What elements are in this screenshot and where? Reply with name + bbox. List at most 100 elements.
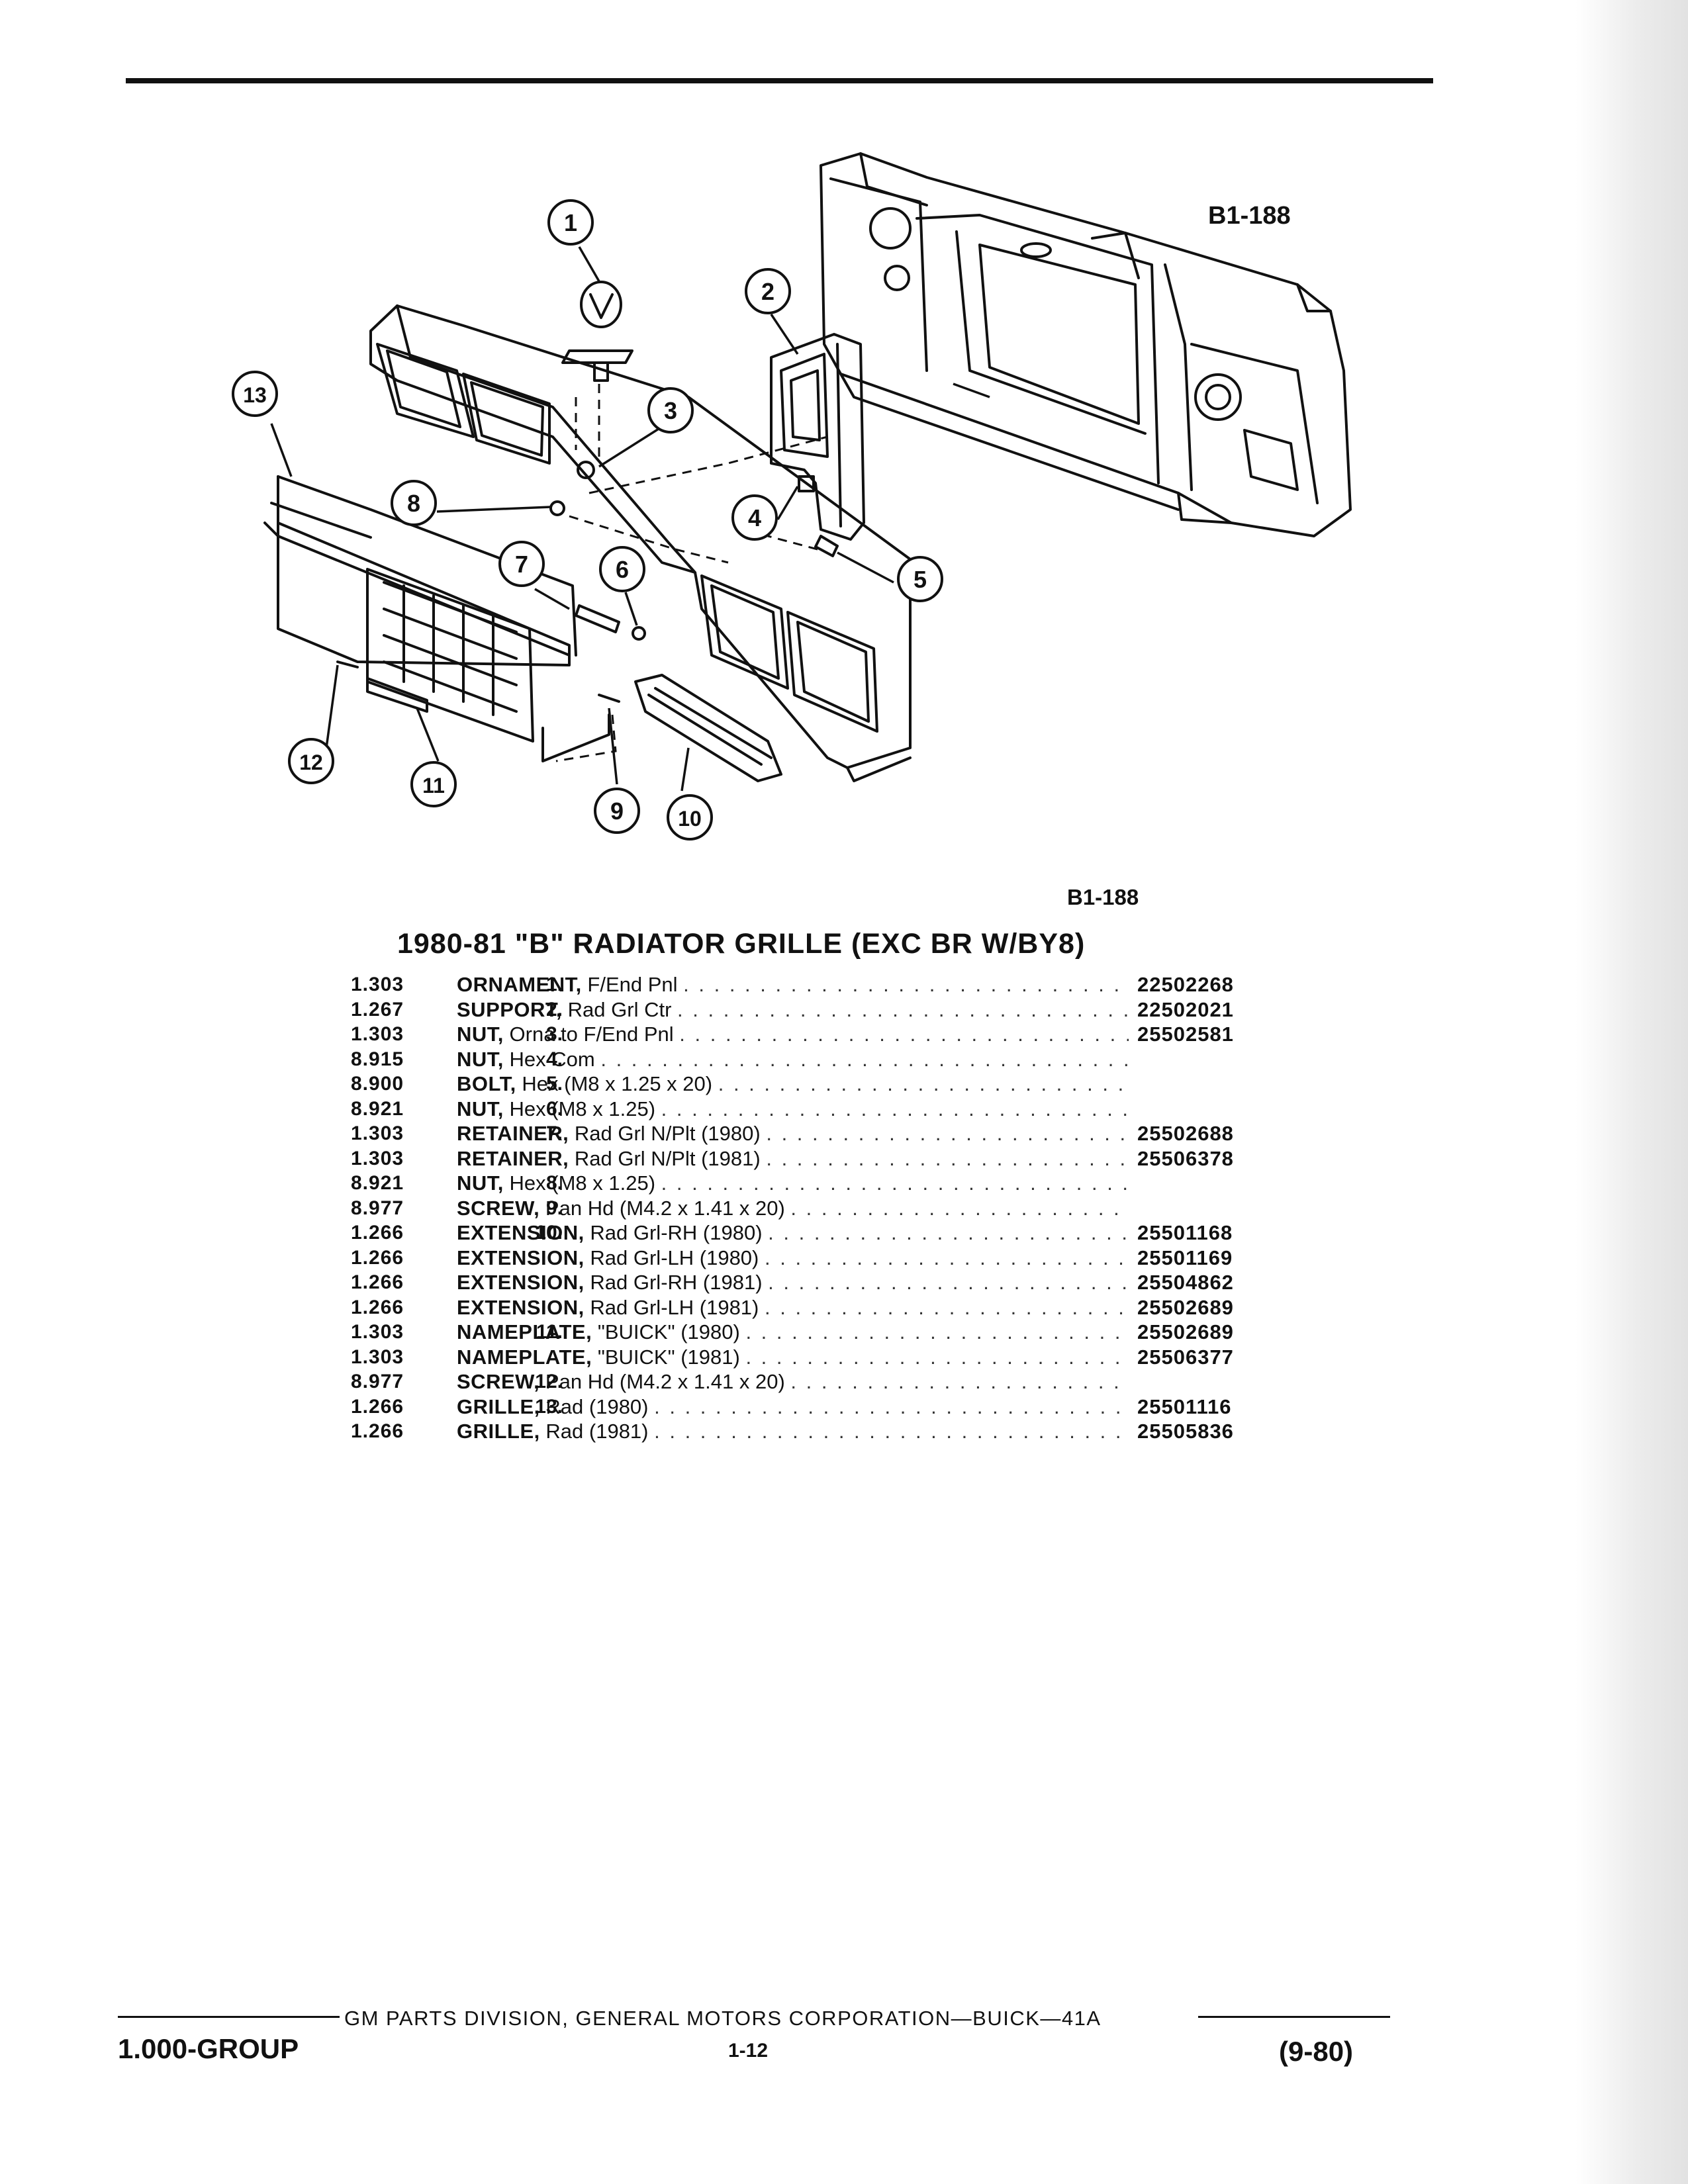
- screw-12-graphic: [336, 660, 359, 668]
- publisher-line: GM PARTS DIVISION, GENERAL MOTORS CORPOR…: [344, 2007, 1102, 2030]
- part-name: ORNAMENT,: [457, 973, 582, 996]
- part-description: BOLT, Hex (M8 x 1.25 x 20) . . . . . . .…: [457, 1071, 1129, 1097]
- section-title: 1980-81 "B" RADIATOR GRILLE (EXC BR W/BY…: [397, 928, 1086, 960]
- part-name: RETAINER,: [457, 1122, 569, 1145]
- dot-leader: . . . . . . . . . . . . . . . . . . . . …: [677, 997, 1129, 1021]
- dot-leader: . . . . . . . . . . . . . . . . . . . . …: [600, 1047, 1129, 1071]
- group-number: 1.303: [351, 1147, 404, 1169]
- callout-circle-11: [410, 761, 457, 807]
- part-name: EXTENSION,: [457, 1271, 585, 1294]
- dot-leader: . . . . . . . . . . . . . . . . . . . . …: [766, 1146, 1129, 1170]
- part-name: NUT,: [457, 1097, 504, 1120]
- callout-circle-9: [594, 788, 640, 834]
- dot-leader: . . . . . . . . . . . . . . . . . . . . …: [683, 973, 1129, 996]
- part-name: NUT,: [457, 1023, 504, 1046]
- dot-leader: . . . . . . . . . . . . . . . . . . . . …: [790, 1196, 1129, 1220]
- part-detail: Hex (M8 x 1.25 x 20): [522, 1072, 713, 1095]
- part-name: BOLT,: [457, 1072, 516, 1095]
- dot-leader: . . . . . . . . . . . . . . . . . . . . …: [661, 1097, 1129, 1120]
- part-detail: Pan Hd (M4.2 x 1.41 x 20): [545, 1196, 785, 1220]
- part-description: EXTENSION, Rad Grl-RH (1980) . . . . . .…: [457, 1220, 1129, 1246]
- part-detail: Hex (M8 x 1.25): [509, 1097, 656, 1120]
- part-description: GRILLE, Rad (1980) . . . . . . . . . . .…: [457, 1394, 1129, 1420]
- group-label: 1.000-GROUP: [118, 2033, 299, 2064]
- callout-label: 9: [610, 797, 624, 825]
- part-number: 25506378: [1137, 1146, 1234, 1170]
- part-name: SCREW,: [457, 1370, 540, 1393]
- dot-leader: . . . . . . . . . . . . . . . . . . . . …: [745, 1345, 1129, 1369]
- callout-label: 12: [299, 751, 323, 774]
- part-description: NUT, Hex (M8 x 1.25) . . . . . . . . . .…: [457, 1171, 1129, 1196]
- callout-circle-6: [599, 546, 645, 592]
- group-number: 1.266: [351, 1246, 404, 1269]
- dot-leader: . . . . . . . . . . . . . . . . . . . . …: [765, 1246, 1129, 1269]
- exploded-parts-diagram: 1 2 3 4 5 6 7 8 9 10 11 12 13: [232, 152, 1352, 841]
- part-description: SUPPORT, Rad Grl Ctr . . . . . . . . . .…: [457, 997, 1129, 1023]
- callout-circle-4: [731, 494, 778, 541]
- part-number: 25501116: [1137, 1394, 1232, 1418]
- part-detail: Pan Hd (M4.2 x 1.41 x 20): [545, 1370, 785, 1393]
- dot-leader: . . . . . . . . . . . . . . . . . . . . …: [654, 1394, 1129, 1418]
- group-number: 1.266: [351, 1222, 404, 1244]
- group-number: 8.915: [351, 1048, 404, 1070]
- part-description: EXTENSION, Rad Grl-LH (1980) . . . . . .…: [457, 1246, 1129, 1271]
- part-detail: Rad Grl-RH (1981): [590, 1271, 763, 1294]
- callout-label: 13: [243, 383, 267, 407]
- part-detail: "BUICK" (1981): [597, 1345, 740, 1369]
- group-number: 8.921: [351, 1172, 404, 1194]
- part-name: SCREW,: [457, 1196, 540, 1220]
- part-description: GRILLE, Rad (1981) . . . . . . . . . . .…: [457, 1419, 1129, 1444]
- part-detail: Orna to F/End Pnl: [509, 1023, 674, 1046]
- group-number: 1.303: [351, 1321, 404, 1343]
- part-detail: Rad Grl N/Plt (1980): [574, 1122, 761, 1145]
- callout-circle-5: [897, 556, 943, 602]
- item-number: 10.: [535, 1222, 563, 1244]
- part-number: 22502268: [1137, 973, 1234, 996]
- callout-label: 11: [422, 774, 445, 797]
- part-detail: Hex (M8 x 1.25): [509, 1171, 656, 1195]
- center-support: [770, 333, 865, 541]
- part-description: EXTENSION, Rad Grl-LH (1981) . . . . . .…: [457, 1295, 1129, 1320]
- part-description: RETAINER, Rad Grl N/Plt (1981) . . . . .…: [457, 1146, 1129, 1171]
- callout-label: 10: [678, 807, 702, 831]
- part-description: NAMEPLATE, "BUICK" (1981) . . . . . . . …: [457, 1345, 1129, 1370]
- callout-label: 5: [914, 566, 927, 593]
- part-detail: Rad Grl N/Plt (1981): [574, 1146, 761, 1170]
- part-name: EXTENSION,: [457, 1246, 585, 1269]
- item-number: 13.: [535, 1395, 563, 1418]
- part-name: RETAINER,: [457, 1146, 569, 1170]
- group-number: 1.303: [351, 1023, 404, 1045]
- callout-circle-12: [288, 738, 334, 784]
- hex-nut-6-graphic: [632, 626, 646, 641]
- part-number: 25502689: [1137, 1295, 1234, 1319]
- part-detail: F/End Pnl: [587, 973, 678, 996]
- part-name: NUT,: [457, 1047, 504, 1071]
- part-name: GRILLE,: [457, 1394, 540, 1418]
- dot-leader: . . . . . . . . . . . . . . . . . . . . …: [765, 1295, 1129, 1319]
- date-code: (9-80): [1279, 2036, 1354, 2067]
- dot-leader: . . . . . . . . . . . . . . . . . . . . …: [654, 1420, 1129, 1443]
- group-number: 8.977: [351, 1197, 404, 1219]
- front-end-panel-support: [820, 152, 1352, 537]
- headlamp-header-panel: [369, 304, 912, 782]
- part-number: 25502581: [1137, 1023, 1234, 1046]
- grille: [263, 475, 610, 762]
- screw-9-graphic: [598, 694, 620, 703]
- part-name: GRILLE,: [457, 1420, 540, 1443]
- part-number: 25506377: [1137, 1345, 1234, 1369]
- part-detail: Rad Grl Ctr: [567, 997, 672, 1021]
- footer-rule-right: [1198, 2016, 1390, 2018]
- dot-leader: . . . . . . . . . . . . . . . . . . . . …: [790, 1370, 1129, 1393]
- parts-row: 1.266 EXTENSION, Rad Grl-LH (1981) . . . …: [252, 1295, 1297, 1320]
- callout-label: 7: [515, 551, 528, 578]
- parts-row: 10. 1.266 EXTENSION, Rad Grl-RH (1980) . .…: [252, 1220, 1297, 1246]
- part-description: EXTENSION, Rad Grl-RH (1981) . . . . . .…: [457, 1270, 1129, 1295]
- group-number: 1.266: [351, 1296, 404, 1318]
